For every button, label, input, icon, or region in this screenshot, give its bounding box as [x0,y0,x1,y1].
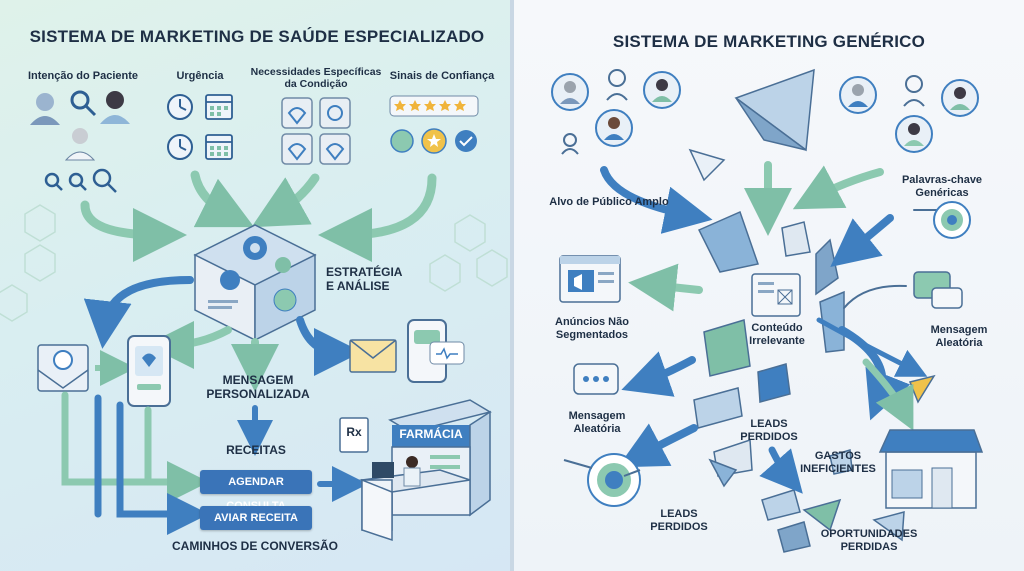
personalized-message-label: MENSAGEM PERSONALIZADA [206,373,310,401]
lost-leads-center-label: LEADS PERDIDOS [740,418,798,443]
input-arrows [80,170,437,262]
trust-signals-label: Sinais de Confiança [389,70,495,82]
badge-icons [390,128,477,154]
strategy-cube [193,224,317,342]
output-arrows [83,276,362,456]
prescription-document-icon [339,417,369,453]
missed-target-icon [563,453,641,507]
patient-avatar-icon [30,93,60,125]
star-rating-icon [389,95,479,117]
phone-chat-icon [407,319,465,383]
strategy-analysis-label: ESTRATÉGIA E ANÁLISE [326,265,403,293]
content-window-icon [751,273,801,317]
patient-avatar-icon [100,91,130,124]
chaotic-arrows [600,161,959,494]
chat-bubble-icon [913,271,963,309]
target-icon [933,201,971,239]
irrelevant-content-label: Conteúdo Irrelevante [749,322,805,347]
prescriptions-label: RECEITAS [226,443,286,457]
audience-avatars-icon [551,69,979,155]
shattered-fragments [688,68,936,553]
generic-panel: SISTEMA DE MARKETING GENÉRICO Alvo de Pú… [514,0,1024,571]
chat-dots-icon [573,363,619,395]
panel-divider [510,0,514,571]
specialized-panel: SISTEMA DE MARKETING DE SAÚDE ESPECIALIZ… [0,0,510,571]
lost-leads-bottom-label: LEADS PERDIDOS [650,508,708,533]
random-message-right-label: Mensagem Aleatória [930,324,988,349]
random-message-left-label: Mensagem Aleatória [568,410,626,435]
fill-prescription-button[interactable]: AVIAR RECEITA [200,506,312,530]
condition-tiles-icon [281,97,351,165]
specialized-system-title: SISTEMA DE MARKETING DE SAÚDE ESPECIALIZ… [29,27,485,46]
urgency-label: Urgência [176,70,224,82]
wasted-spend-label: GASTOS INEFICIENTES [800,450,876,475]
generic-diagram-graphics [551,68,984,553]
mail-envelope-icon [349,339,397,373]
untargeted-ads-label: Anúncios Não Segmentados [555,316,629,341]
schedule-appointment-button[interactable]: AGENDAR CONSULTA [200,470,312,512]
broad-audience-label: Alvo de Público Amplo [549,196,669,208]
pharmacy-building [359,399,492,542]
lost-opportunities-label: OPORTUNIDADES PERDIDAS [820,528,918,553]
store-icon [878,429,984,509]
patient-intent-label: Intenção do Paciente [27,70,139,82]
heart-pulse-icon [287,105,345,161]
specialized-diagram-graphics [0,90,508,542]
conversion-lines [61,391,368,535]
phone-app-icon [127,335,171,407]
condition-needs-label: Necessidades Específicas da Condição [250,66,382,91]
doctor-avatar-icon [64,128,96,161]
magnifier-row-icon [44,168,117,193]
conversion-paths-label: CAMINHOS DE CONVERSÃO [171,539,338,553]
generic-system-title: SISTEMA DE MARKETING GENÉRICO [612,32,926,51]
ad-window-icon [559,255,621,303]
magnifier-icon [70,90,97,117]
clock-icon [167,94,193,160]
calendar-grid [210,106,228,156]
email-envelope-icon [37,344,89,392]
generic-keywords-label: Palavras-chave Genéricas [901,174,983,199]
hexagon-background [0,204,508,322]
pharmacy-sign: FARMÁCIA [399,427,463,441]
rx-symbol: Rx [346,425,362,439]
